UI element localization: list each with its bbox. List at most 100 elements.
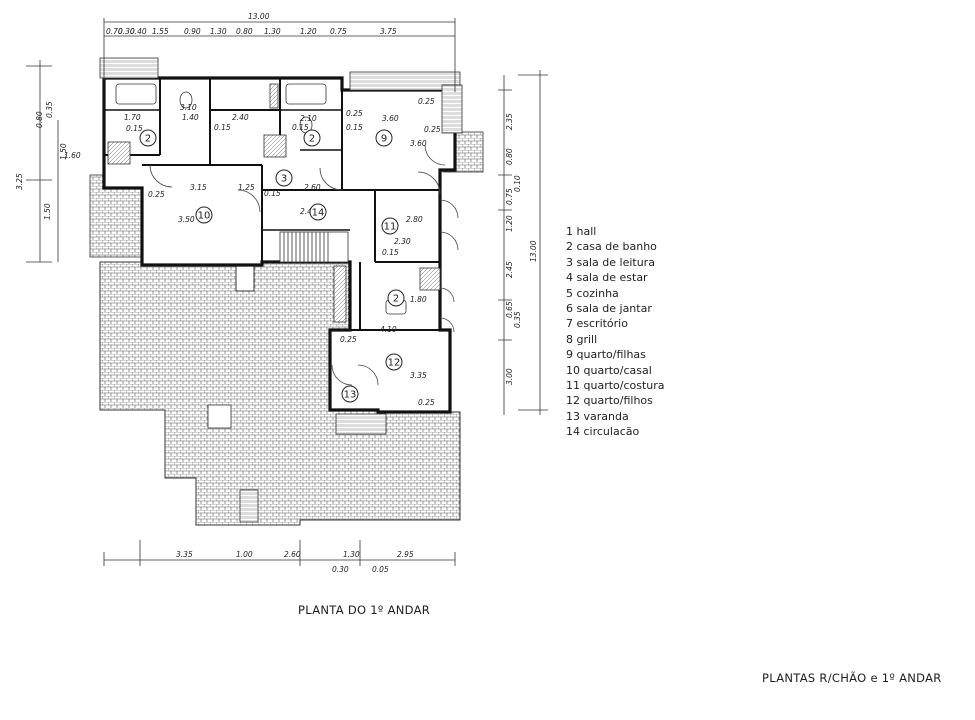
dimension-label: 0.35 [513,311,522,328]
dimension-label: 13.00 [248,12,270,21]
dimension-label: 1.30 [210,27,227,36]
dimension-label: 0.15 [126,124,143,133]
dimension-label: 3.50 [178,215,195,224]
dimension-label: 0.15 [264,189,281,198]
dimension-label: 1.80 [410,295,427,304]
dimension-label: 2.60 [284,550,301,559]
dimension-label: 2.40 [232,113,249,122]
legend-item: 13 varanda [566,409,629,423]
dimension-label: 0.25 [148,190,165,199]
dimension-label: 0.25 [346,109,363,118]
room-number-2: 2 [387,289,405,307]
dimension-label: 2.30 [394,237,411,246]
dimension-label: 0.35 [45,101,54,118]
legend-item: 9 quarto/filhas [566,348,646,362]
room-number-2: 2 [139,129,157,147]
plan-caption: PLANTA DO 1º ANDAR [298,603,431,617]
dimension-label: 1.60 [64,151,81,160]
dimension-label: 1.20 [300,27,317,36]
legend-item: 12 quarto/filhos [566,394,653,408]
planters [99,57,463,523]
room-number-3: 3 [275,169,293,187]
dimension-label: 3.35 [410,371,427,380]
legend-item: 3 sala de leitura [566,255,655,269]
dimension-label: 0.75 [505,188,514,205]
legend-item: 4 sala de estar [566,271,648,285]
legend-item: 11 quarto/costura [566,379,665,393]
dimension-label: 1.00 [236,550,253,559]
legend-item: 2 casa de banho [566,240,657,254]
room-number-markers: 2 9 2 3 10 14 11 2 12 13 [139,129,405,403]
dimension-label: 0.15 [292,123,309,132]
door-swings [149,144,459,386]
room-number-2: 2 [303,129,321,147]
dimension-label: 0.05 [372,565,389,574]
dimension-lines [26,18,548,566]
sheet-caption: PLANTAS R/CHÃO e 1º ANDAR [762,671,942,685]
room-number-14: 14 [309,203,327,221]
dimension-label: 0.80 [35,111,44,128]
dimension-label: 2.45 [505,261,514,278]
dimension-label: 2.95 [397,550,414,559]
dimension-label: 0.25 [424,125,441,134]
dimension-label: 0.15 [346,123,363,132]
dimension-label: 0.70 [106,27,123,36]
dimension-label: 1.50 [43,203,52,220]
dimension-label: 0.65 [505,301,514,318]
legend-item: 14 circulacão [566,425,640,439]
legend-item: 1 hall [566,225,597,238]
building-walls [102,76,457,414]
room-number-label: 13 [344,390,357,401]
room-number-13: 13 [341,385,359,403]
dimension-label: 1.25 [238,183,255,192]
room-number-12: 12 [385,353,403,371]
dimension-label: 2.35 [505,113,514,130]
dimension-label: 1.50 [59,143,68,160]
room-number-label: 2 [393,294,399,305]
dimension-label: 4.10 [380,325,397,334]
bathroom-fixtures [107,83,441,315]
dimension-label: 13.00 [529,240,538,262]
room-number-11: 11 [381,217,399,235]
dimension-label: 0.30 [118,27,135,36]
room-number-label: 2 [309,134,315,145]
dimension-label: 1.55 [152,27,169,36]
room-number-label: 11 [384,222,397,233]
dimension-label: 0.25 [418,398,435,407]
dimension-label: 3.60 [410,139,427,148]
room-number-9: 9 [375,129,393,147]
dimension-label: 0.75 [330,27,347,36]
legend-item: 8 grill [566,332,598,346]
staircase [279,231,349,323]
dimension-label: 0.10 [513,175,522,192]
room-number-label: 2 [145,134,151,145]
dimension-label: 0.25 [418,97,435,106]
dimension-label: 1.30 [264,27,281,36]
room-number-label: 9 [381,134,387,145]
legend-item: 10 quarto/casal [566,363,652,377]
dimension-label: 3.00 [505,368,514,385]
dimension-label: 3.25 [15,173,24,190]
legend-item: 5 cozinha [566,286,619,300]
dimension-label: 0.15 [214,123,231,132]
legend-item: 7 escritório [566,317,628,331]
room-number-label: 3 [281,174,287,185]
dimension-label: 1.70 [124,113,141,122]
dimension-label: 1.40 [182,113,199,122]
dimension-label: 3.75 [380,27,397,36]
room-number-10: 10 [195,206,213,224]
dimension-label: 1.30 [343,550,360,559]
dimension-label: 0.80 [505,148,514,165]
dimension-label: 2.60 [304,183,321,192]
legend-item: 6 sala de jantar [566,302,652,316]
dimension-label: 0.80 [236,27,253,36]
dimension-label: 3.10 [180,103,197,112]
dimension-label: 3.15 [190,183,207,192]
dimension-label: 2.10 [300,114,317,123]
room-number-label: 10 [198,211,211,222]
dimension-label: 0.25 [340,335,357,344]
dimension-label: 2.80 [406,215,423,224]
